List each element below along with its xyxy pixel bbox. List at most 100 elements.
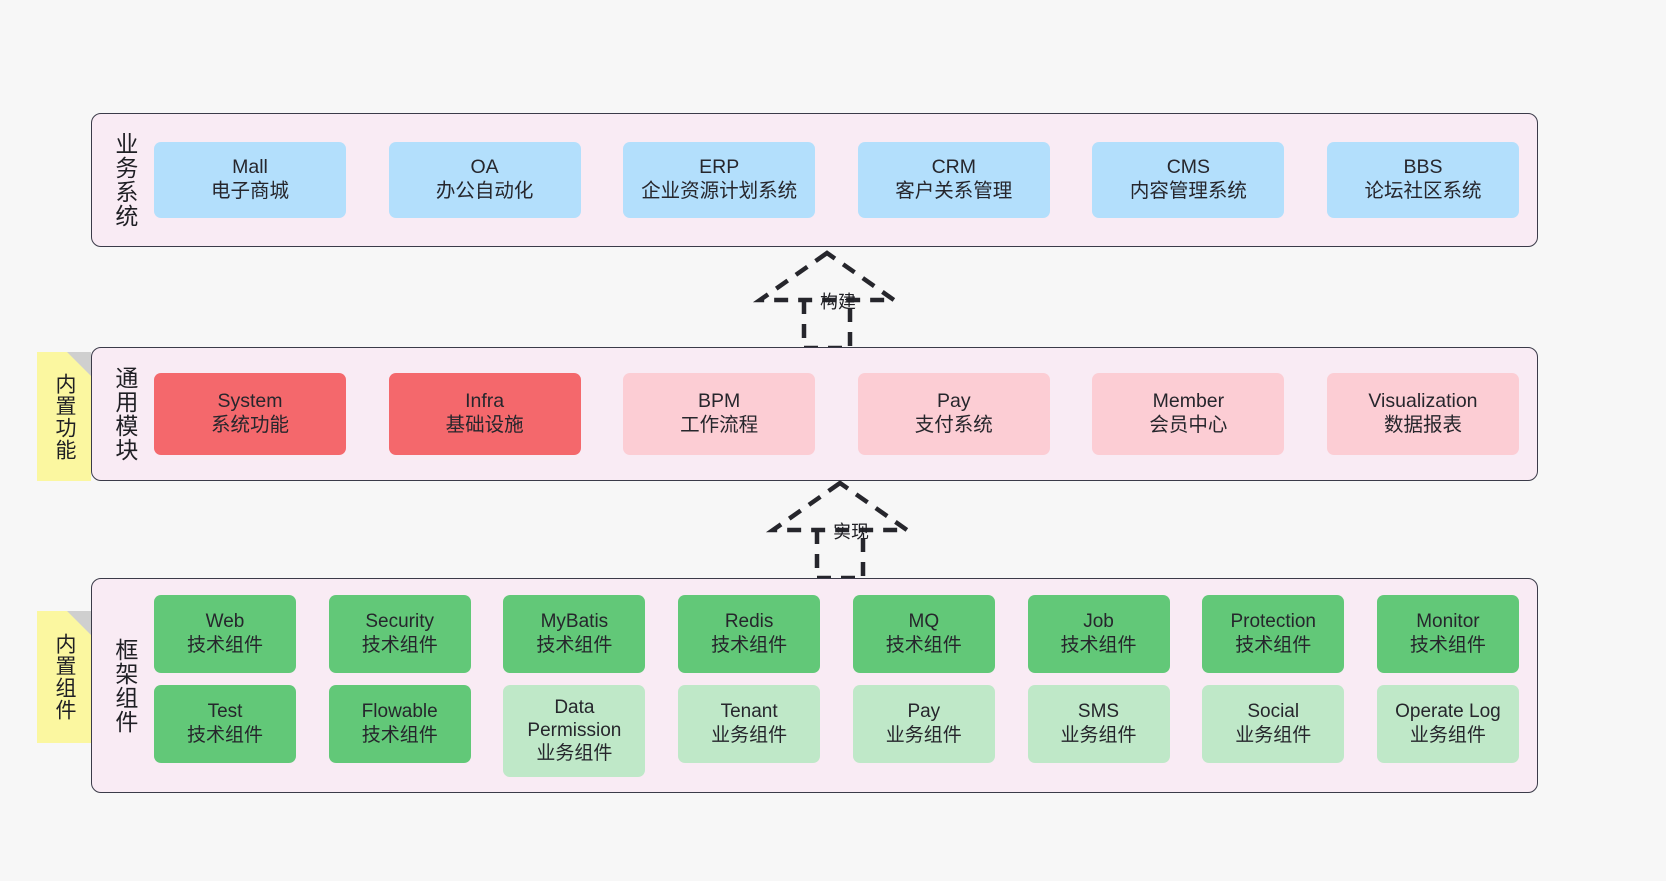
box-subtitle: 会员中心 [1149,414,1228,436]
box-subtitle: 工作流程 [680,414,759,436]
box-title: Visualization [1368,390,1478,413]
box-title: Tenant [720,701,778,723]
box-title: Infra [465,390,505,413]
box-subtitle: 技术组件 [186,634,263,656]
box-title: Data Permission [527,696,622,741]
box-subtitle: 办公自动化 [435,180,534,202]
box-title: Operate Log [1395,701,1501,723]
box-subtitle: 技术组件 [361,634,438,656]
build-arrow-label: 构建 [820,292,856,312]
box-title: System [217,390,283,413]
box-title: Member [1152,390,1225,413]
box-title: Test [207,701,243,723]
box-title: Monitor [1416,611,1480,633]
box-subtitle: 技术组件 [536,634,613,656]
box-subtitle: 技术组件 [361,724,438,746]
build-arrow: 构建 [752,248,912,353]
box-subtitle: 技术组件 [885,634,962,656]
box-title: Mall [232,156,268,179]
box-subtitle: 系统功能 [210,414,289,436]
box-title: Redis [724,611,774,633]
box-title: ERP [699,156,740,179]
box-subtitle: 业务组件 [1235,724,1312,746]
box-title: Social [1247,701,1300,723]
box-title: Security [365,611,435,633]
box-title: CRM [931,156,976,179]
box-subtitle: 业务组件 [711,724,788,746]
box-title: BBS [1403,156,1443,179]
box-subtitle: 技术组件 [1235,634,1312,656]
common-modules-label: 通用模块 [111,366,138,462]
box-subtitle: 技术组件 [1409,634,1486,656]
sticky-note-builtin-features: 内置功能 [37,352,91,481]
build-arrow-glyph [752,250,902,351]
box-subtitle: 业务组件 [1060,724,1137,746]
box-subtitle: 业务组件 [1409,724,1486,746]
framework-components-label: 框架组件 [111,637,138,734]
box-subtitle: 支付系统 [914,414,993,436]
implement-arrow-label: 实现 [833,522,869,542]
box-title: BPM [698,390,741,413]
box-title: MyBatis [540,611,609,633]
implement-arrow-glyph [765,480,915,581]
box-title: Job [1083,611,1114,633]
box-subtitle: 技术组件 [1060,634,1137,656]
box-title: Web [205,611,245,633]
box-title: CMS [1166,156,1211,179]
box-subtitle: 基础设施 [445,414,524,436]
box-subtitle: 电子商城 [210,180,289,202]
box-title: Pay [936,390,971,413]
box-title: Protection [1230,611,1316,633]
box-subtitle: 技术组件 [186,724,263,746]
box-title: Pay [907,701,941,723]
box-subtitle: 业务组件 [536,743,613,765]
box-title: Flowable [361,701,438,723]
implement-arrow: 实现 [765,478,925,583]
box-subtitle: 数据报表 [1383,414,1462,436]
box-subtitle: 技术组件 [711,634,788,656]
box-subtitle: 论坛社区系统 [1364,180,1482,202]
box-subtitle: 企业资源计划系统 [641,180,798,202]
box-subtitle: 内容管理系统 [1129,180,1247,202]
business-systems-label: 业务系统 [111,132,138,228]
box-title: SMS [1077,701,1120,723]
box-subtitle: 客户关系管理 [895,180,1013,202]
